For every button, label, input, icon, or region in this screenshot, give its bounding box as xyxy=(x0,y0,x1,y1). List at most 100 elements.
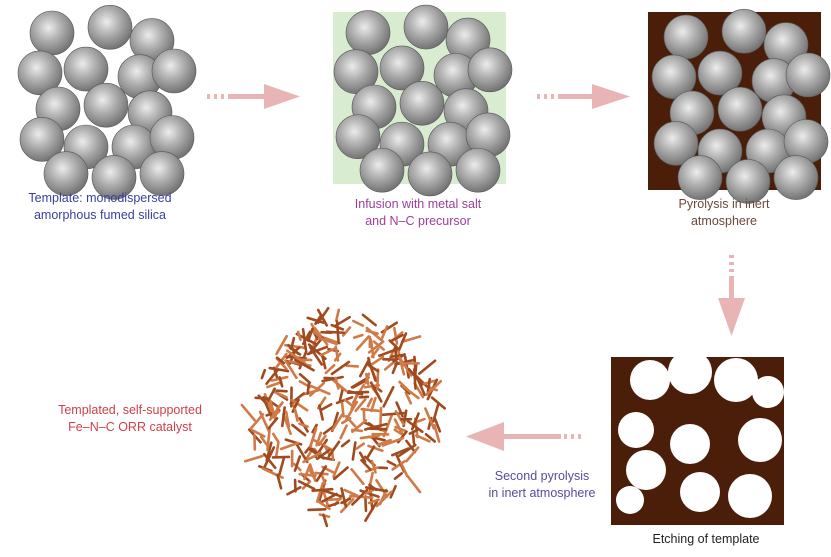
catalyst-strut xyxy=(360,407,380,413)
catalyst-strut xyxy=(240,403,256,422)
catalyst-strut xyxy=(367,340,385,354)
catalyst-strut xyxy=(355,442,366,450)
catalyst-strut xyxy=(405,439,417,454)
catalyst-strut xyxy=(275,334,289,356)
catalyst-strut xyxy=(276,473,283,490)
catalyst-strut xyxy=(284,359,298,380)
catalyst-strut xyxy=(378,346,401,358)
catalyst-strut xyxy=(316,499,331,511)
silica-sphere xyxy=(17,50,63,96)
catalyst-strut xyxy=(293,407,299,422)
caption-line: Etching of template xyxy=(652,532,760,546)
catalyst-strut xyxy=(393,428,403,436)
catalyst-strut xyxy=(274,441,280,458)
silica-sphere xyxy=(407,151,453,197)
silica-sphere xyxy=(91,155,137,200)
catalyst-strut xyxy=(391,459,406,471)
catalyst-strut xyxy=(412,367,417,390)
catalyst-strut xyxy=(358,395,370,399)
catalyst-strut xyxy=(313,326,329,346)
catalyst-strut xyxy=(261,467,284,479)
catalyst-strut xyxy=(364,372,371,385)
catalyst-strut xyxy=(410,412,420,431)
catalyst-strut xyxy=(275,356,286,365)
arrow-infusion-to-pyrolysis xyxy=(537,84,630,109)
catalyst-strut xyxy=(366,427,388,431)
catalyst-strut xyxy=(351,441,357,461)
catalyst-strut xyxy=(370,396,377,413)
catalyst-strut xyxy=(266,427,271,452)
catalyst-strut xyxy=(254,396,269,400)
catalyst-strut xyxy=(315,448,331,461)
catalyst-strut xyxy=(293,358,315,372)
catalyst-strut xyxy=(333,466,349,481)
catalyst-strut xyxy=(293,455,302,472)
catalyst-strut xyxy=(364,495,368,513)
catalyst-strut xyxy=(369,381,383,403)
caption-line: and N–C precursor xyxy=(365,214,471,228)
silica-sphere xyxy=(19,117,65,162)
catalyst-strut xyxy=(332,461,341,479)
catalyst-strut xyxy=(307,336,324,356)
catalyst-strut xyxy=(400,335,422,344)
catalyst-strut xyxy=(343,488,359,498)
catalyst-strut xyxy=(298,372,312,384)
catalyst-strut xyxy=(338,387,345,403)
etched-pore xyxy=(630,360,670,400)
catalyst-strut xyxy=(297,480,316,491)
silica-sphere xyxy=(455,147,501,193)
catalyst-strut xyxy=(269,399,277,421)
catalyst-strut xyxy=(393,326,399,345)
catalyst-strut xyxy=(303,464,311,481)
catalyst-strut xyxy=(314,313,323,326)
catalyst-strut xyxy=(306,380,311,395)
catalyst-strut xyxy=(263,446,276,469)
catalyst-strut xyxy=(379,406,383,428)
catalyst-strut xyxy=(296,330,302,341)
catalyst-strut xyxy=(322,443,331,457)
catalyst-strut xyxy=(404,391,413,405)
catalyst-strut xyxy=(398,356,406,376)
catalyst-strut xyxy=(393,472,403,481)
catalyst-strut xyxy=(351,378,368,389)
catalyst-strut xyxy=(317,434,327,447)
catalyst-strut xyxy=(272,366,279,379)
caption-line: Second pyrolysis xyxy=(494,469,590,483)
catalyst-strut xyxy=(291,399,309,412)
catalyst-strut xyxy=(393,418,404,436)
silica-sphere xyxy=(653,121,699,166)
caption-catalyst: Templated, self-supported Fe–N–C ORR cat… xyxy=(20,402,240,436)
catalyst-strut xyxy=(352,319,365,327)
catalyst-strut xyxy=(418,359,437,375)
catalyst-strut xyxy=(316,306,330,324)
catalyst-strut xyxy=(271,432,280,444)
catalyst-strut xyxy=(340,487,348,508)
catalyst-strut xyxy=(310,329,322,338)
catalyst-strut xyxy=(358,358,371,378)
catalyst-strut xyxy=(278,456,286,476)
catalyst-strut xyxy=(359,434,380,440)
catalyst-strut xyxy=(330,360,351,376)
catalyst-strut xyxy=(414,434,431,443)
catalyst-strut xyxy=(287,344,300,355)
catalyst-strut xyxy=(352,333,364,339)
catalyst-strut xyxy=(319,347,336,357)
etched-pore xyxy=(752,376,784,408)
catalyst-strut xyxy=(430,396,447,410)
catalyst-strut xyxy=(366,397,373,408)
catalyst-strut xyxy=(328,497,342,502)
catalyst-strut xyxy=(368,471,374,488)
catalyst-strut xyxy=(333,352,342,362)
silica-sphere xyxy=(403,4,449,50)
catalyst-strut xyxy=(398,443,417,457)
catalyst-strut xyxy=(334,315,351,327)
catalyst-strut xyxy=(341,326,352,337)
silica-sphere xyxy=(721,8,767,54)
catalyst-strut xyxy=(307,327,314,342)
catalyst-strut xyxy=(416,377,426,397)
catalyst-strut xyxy=(262,452,277,470)
silica-sphere xyxy=(773,155,819,200)
catalyst-strut xyxy=(324,363,336,375)
catalyst-strut xyxy=(258,410,271,433)
catalyst-strut xyxy=(308,469,317,482)
